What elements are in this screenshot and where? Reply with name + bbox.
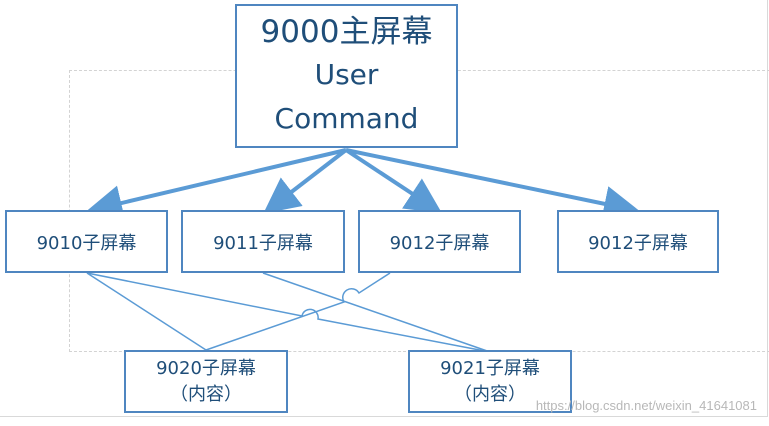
main-screen-line-user: User: [314, 58, 379, 91]
sub-screen-9010: 9010子屏幕: [5, 210, 168, 273]
sub-screen-label: 9010子屏幕: [36, 232, 137, 254]
sub-screen-label: 9012子屏幕: [588, 232, 688, 254]
connector-9010-9020: [86, 272, 207, 351]
watermark-text: https://blog.csdn.net/weixin_41641081: [535, 398, 757, 413]
arrow-to-9012-b: [345, 148, 640, 222]
connector-9012-9020: [205, 272, 391, 351]
content-screen-9020: 9020子屏幕 （内容）: [124, 350, 288, 413]
sub-screen-9011: 9011子屏幕: [181, 210, 345, 273]
arrow-to-9011: [263, 148, 348, 214]
main-screen-box: 9000主屏幕 User Command: [235, 4, 458, 148]
sub-screen-9012-b: 9012子屏幕: [557, 210, 719, 273]
connector-9011-9021: [262, 272, 491, 353]
connector-9010-9021: [86, 272, 491, 353]
arrow-to-9010: [86, 148, 347, 221]
sub-screen-label: 9011子屏幕: [213, 232, 313, 254]
main-screen-line-command: Command: [274, 102, 419, 135]
content-screen-note: （内容）: [170, 383, 242, 405]
main-screen-title: 9000主屏幕: [260, 14, 433, 50]
sub-screen-label: 9012子屏幕: [389, 232, 490, 254]
content-screen-label: 9021子屏幕: [440, 357, 540, 379]
content-screen-label: 9020子屏幕: [156, 357, 256, 379]
arrow-to-9012: [344, 148, 443, 214]
content-screen-9021: 9021子屏幕 （内容）: [408, 350, 572, 413]
canvas-frame: [0, 0, 768, 417]
sub-screen-9012: 9012子屏幕: [358, 210, 521, 273]
content-screen-note: （内容）: [454, 383, 526, 405]
